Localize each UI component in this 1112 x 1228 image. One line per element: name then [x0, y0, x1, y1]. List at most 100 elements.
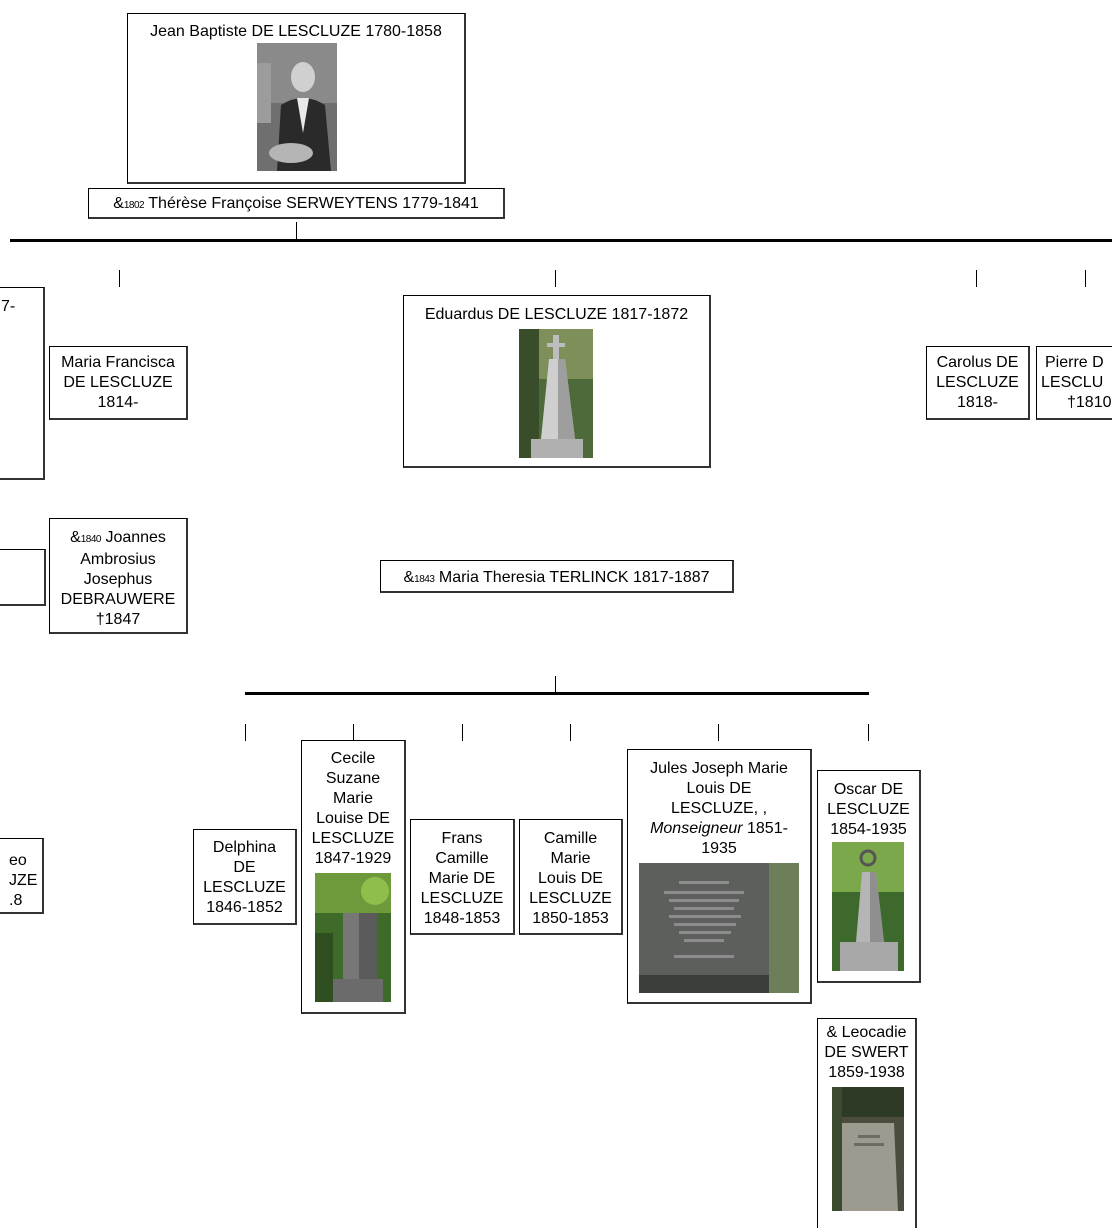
tick-eduardus — [555, 270, 556, 287]
name-line: DE — [233, 859, 256, 876]
portrait-photo — [257, 43, 337, 171]
name-line: LESCLUZE, , — [670, 800, 768, 817]
name-line: Josephus — [83, 571, 153, 588]
dates: 1818- — [957, 394, 998, 411]
person-jules[interactable]: Jules Joseph Marie Louis DE LESCLUZE, , … — [627, 749, 812, 1004]
person-camille[interactable]: Camille Marie Louis DE LESCLUZE 1850-185… — [519, 819, 623, 935]
person-pierre[interactable]: Pierre D LESCLU †1810 — [1036, 346, 1112, 420]
name-line: Joannes — [105, 529, 166, 546]
person-jean-baptiste[interactable]: Jean Baptiste DE LESCLUZE 1780-1858 — [127, 13, 466, 184]
name-line: Marie — [550, 850, 591, 867]
person-eduardus[interactable]: Eduardus DE LESCLUZE 1817-1872 — [403, 295, 711, 468]
name-line: LESCLUZE — [311, 830, 395, 847]
name-line: Suzane — [325, 770, 381, 787]
dates: †1847 — [95, 611, 141, 628]
spouse-joannes[interactable]: &1840 Joannes Ambrosius Josephus DEBRAUW… — [49, 518, 188, 634]
cut-label: 7- — [1, 298, 16, 315]
spouse-leocadie[interactable]: & Leocadie DE SWERT 1859-1938 — [817, 1018, 917, 1228]
person-name: Jean Baptiste DE LESCLUZE 1780-1858 — [150, 23, 442, 40]
tick-frans — [462, 724, 463, 741]
person-maria-francisca[interactable]: Maria Francisca DE LESCLUZE 1814- — [49, 346, 188, 420]
tick-maria — [119, 270, 120, 287]
spouse-name: Maria Theresia TERLINCK 1817-1887 — [438, 569, 710, 586]
person-delphina[interactable]: Delphina DE LESCLUZE 1846-1852 — [193, 829, 297, 925]
person-cut-left-bottom[interactable]: eo JZE .8 — [0, 838, 44, 914]
name-line: LESCLUZE — [420, 890, 504, 907]
person-cut-left-top[interactable]: 7- — [0, 287, 45, 480]
person-cut-left-mid — [0, 549, 46, 606]
name-line: LESCLUZE — [203, 879, 286, 896]
name-line: Marie DE — [428, 870, 496, 887]
dates: 1854-1935 — [830, 821, 907, 838]
name-line: Frans — [441, 830, 483, 847]
name-line: DE SWERT — [824, 1044, 909, 1061]
name-line: Camille — [435, 850, 489, 867]
dates: †1810 — [1067, 394, 1112, 411]
name-line: Louis DE — [686, 780, 752, 797]
name-line: & Leocadie — [826, 1024, 907, 1041]
spouse-ampersand: & — [70, 529, 81, 546]
title-dates-line: Monseigneur 1851- — [628, 819, 810, 839]
grandchildren-line — [245, 692, 869, 695]
grave-photo — [315, 873, 391, 1002]
tick-jules — [718, 724, 719, 741]
marriage-year: 1802 — [123, 200, 145, 211]
siblings-line — [10, 239, 1112, 242]
name-line: Ambrosius — [80, 551, 156, 568]
marriage-year: 1843 — [414, 574, 435, 585]
name-line: LESCLUZE — [827, 801, 910, 818]
dates: .8 — [9, 892, 23, 909]
spouse-label: &1843 Maria Theresia TERLINCK 1817-1887 — [381, 568, 732, 590]
name-line: JZE — [9, 872, 38, 889]
name-line: Pierre D — [1045, 354, 1104, 371]
name-line: LESCLUZE — [936, 374, 1019, 391]
dates: 1850-1853 — [532, 910, 609, 927]
dates: 1859-1938 — [828, 1064, 905, 1081]
dates: 1814- — [97, 394, 139, 411]
person-name: Eduardus DE LESCLUZE 1817-1872 — [424, 306, 689, 323]
marriage-year: 1840 — [80, 534, 102, 545]
dates: 1846-1852 — [206, 899, 283, 916]
spouse-name: Thérèse Françoise SERWEYTENS 1779-1841 — [148, 195, 479, 212]
spouse-ampersand: & — [113, 195, 124, 212]
spouse-label: &1802 Thérèse Françoise SERWEYTENS 1779-… — [89, 194, 503, 216]
spouse-therese[interactable]: &1802 Thérèse Françoise SERWEYTENS 1779-… — [88, 188, 505, 219]
name-line: Carolus DE — [936, 354, 1019, 371]
spouse-first-line: &1840 Joannes — [50, 528, 186, 550]
tick-oscar — [868, 724, 869, 741]
tick-cecile — [353, 724, 354, 741]
tick-delphina — [245, 724, 246, 741]
name-line: Jules Joseph Marie — [650, 760, 788, 777]
person-carolus[interactable]: Carolus DE LESCLUZE 1818- — [926, 346, 1030, 420]
connector-patriarch — [296, 222, 297, 240]
name-line: DEBRAUWERE — [60, 591, 176, 608]
name-line: LESCLUZE — [529, 890, 612, 907]
name-line: eo — [9, 852, 27, 869]
dates: 1848-1853 — [423, 910, 501, 927]
name-line: Maria Francisca — [61, 354, 175, 371]
spouse-maria-theresia[interactable]: &1843 Maria Theresia TERLINCK 1817-1887 — [380, 560, 734, 593]
dates: 1847-1929 — [314, 850, 392, 867]
name-line: Louise DE — [316, 810, 390, 827]
grave-photo — [519, 329, 593, 458]
honorific: Monseigneur — [650, 820, 743, 837]
name-line: Camille — [543, 830, 598, 847]
connector-eduardus — [555, 676, 556, 692]
name-line: Marie — [332, 790, 373, 807]
name-line: LESCLU — [1041, 374, 1104, 391]
person-frans[interactable]: Frans Camille Marie DE LESCLUZE 1848-185… — [410, 819, 515, 935]
tick-carolus — [976, 270, 977, 287]
name-line: Delphina — [212, 839, 277, 856]
name-line: Louis DE — [538, 870, 603, 887]
spouse-ampersand: & — [403, 569, 415, 586]
person-oscar[interactable]: Oscar DE LESCLUZE 1854-1935 — [817, 770, 921, 983]
grave-photo — [639, 863, 799, 993]
name-line: DE LESCLUZE — [63, 374, 173, 391]
grave-photo — [832, 842, 904, 971]
dates: 1851- — [742, 820, 788, 837]
grave-photo — [832, 1087, 904, 1211]
tick-camille — [570, 724, 571, 741]
name-line: Oscar DE — [833, 781, 904, 798]
person-cecile[interactable]: Cecile Suzane Marie Louise DE LESCLUZE 1… — [301, 740, 406, 1014]
name-line: Cecile — [330, 750, 376, 767]
